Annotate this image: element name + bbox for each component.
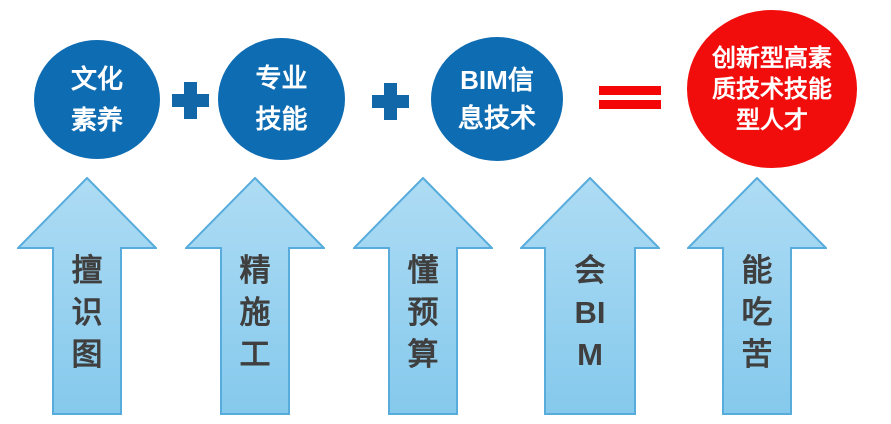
arrow-budgeting: 懂 预 算 (353, 177, 493, 415)
arrow-label: 能 吃 苦 (741, 253, 773, 372)
result-circle-label: 创新型高素 质技术技能 型人才 (712, 44, 832, 134)
plus-icon (172, 82, 209, 119)
result-circle: 创新型高素 质技术技能 型人才 (687, 10, 857, 168)
equals-bar (599, 100, 661, 109)
bim-circle: BIM信 息技术 (431, 37, 563, 161)
equals-icon (599, 86, 661, 114)
arrow-up-shape (17, 177, 157, 415)
arrow-read-drawings: 擅 识 图 (17, 177, 157, 415)
bim-circle-label: BIM信 息技术 (457, 65, 536, 133)
skills-circle-label: 专业 技能 (255, 63, 308, 134)
arrow-up-shape (185, 177, 325, 415)
culture-circle-label: 文化 素养 (70, 63, 123, 135)
arrow-up-shape (520, 177, 660, 415)
arrow-label: 会 BI M (574, 253, 606, 372)
arrow-label: 懂 预 算 (407, 253, 439, 372)
equals-bar (599, 86, 661, 95)
arrow-bim: 会 BI M (520, 177, 660, 415)
arrow-hardworking: 能 吃 苦 (687, 177, 827, 415)
arrow-label: 擅 识 图 (71, 253, 103, 372)
arrow-up-shape (353, 177, 493, 415)
plus-icon (372, 83, 409, 120)
culture-circle: 文化 素养 (34, 40, 160, 159)
arrow-up-shape (687, 177, 827, 415)
skills-circle: 专业 技能 (218, 38, 345, 160)
arrow-label: 精 施 工 (239, 253, 271, 372)
arrow-construction: 精 施 工 (185, 177, 325, 415)
